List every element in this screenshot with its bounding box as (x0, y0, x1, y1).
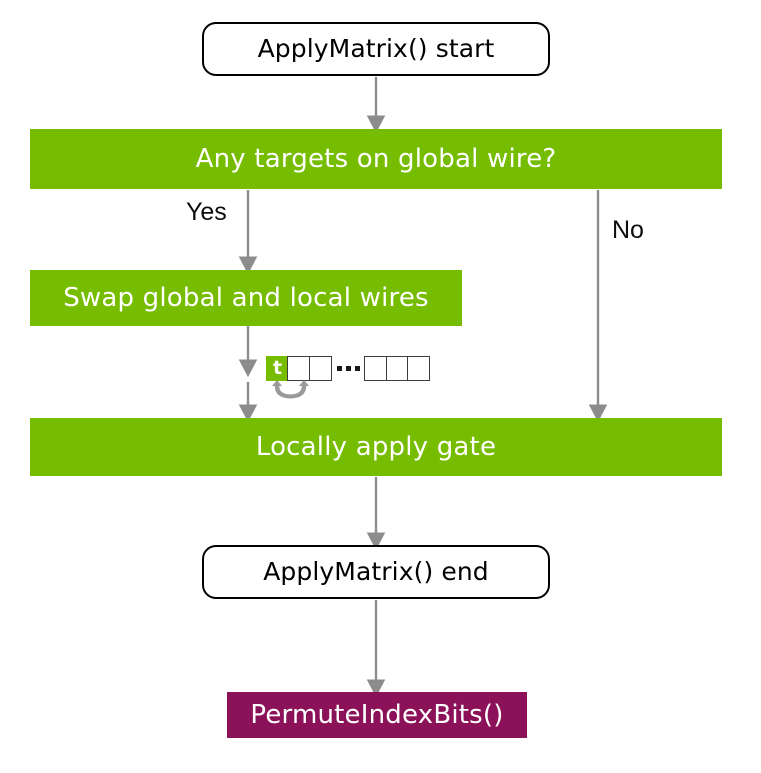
swap-arrow-icon (272, 380, 309, 399)
node-label: PermuteIndexBits() (250, 699, 504, 730)
node-applymatrix-start[interactable]: ApplyMatrix() start (202, 22, 550, 76)
node-label: Swap global and local wires (63, 282, 429, 313)
wire-register-glyph: t (266, 356, 431, 399)
edge-label-yes: Yes (186, 198, 227, 226)
node-locally-apply-gate[interactable]: Locally apply gate (30, 418, 722, 476)
node-label: Any targets on global wire? (195, 143, 557, 174)
wire-cell (308, 356, 332, 381)
node-permuteindexbits[interactable]: PermuteIndexBits() (227, 692, 527, 738)
wire-ellipsis-icon (333, 356, 364, 381)
node-applymatrix-end[interactable]: ApplyMatrix() end (202, 545, 550, 599)
wire-cell-row: t (266, 356, 431, 381)
wire-cell (407, 356, 431, 381)
node-label: ApplyMatrix() end (263, 557, 489, 587)
node-decision-any-targets-on-global-wire[interactable]: Any targets on global wire? (30, 129, 722, 189)
edge-label-no: No (612, 216, 644, 244)
wire-cell (385, 356, 409, 381)
node-swap-global-and-local-wires[interactable]: Swap global and local wires (30, 270, 462, 326)
wire-cell (364, 356, 388, 381)
node-label: Locally apply gate (255, 431, 497, 462)
node-label: ApplyMatrix() start (257, 34, 495, 64)
